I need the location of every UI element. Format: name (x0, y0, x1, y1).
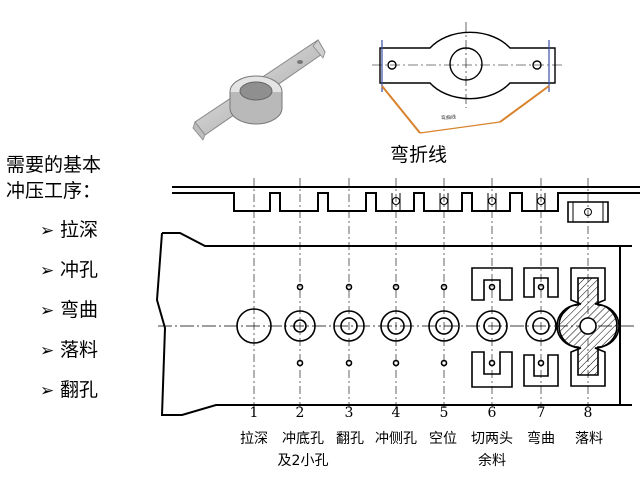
station-8-blanking (556, 267, 620, 387)
arrow-bullet-icon: ➢ (40, 381, 55, 401)
station-number-2: 2 (295, 405, 305, 421)
operation-item-bending: ➢弯曲 (40, 295, 98, 335)
process-heading-line1: 需要的基本 (6, 154, 102, 176)
station-label-3: 翻孔 (336, 431, 364, 447)
station-label-7: 弯曲 (527, 431, 555, 447)
strip-top-edge (162, 232, 632, 247)
operation-item-blanking: ➢落料 (40, 335, 98, 375)
station-label-1: 拉深 (240, 431, 268, 447)
process-heading-line2: 冲压工序： (6, 180, 102, 202)
station-centerlines (253, 178, 589, 408)
blank-outline (379, 31, 556, 100)
bend-line-mini-note: 弯曲线 (440, 114, 457, 122)
station-number-6: 6 (487, 405, 497, 421)
station-label-5: 空位 (429, 431, 457, 447)
station-7-bend (523, 267, 559, 387)
station-number-5: 5 (439, 405, 449, 421)
station-number-8: 8 (583, 405, 593, 421)
operation-item-punching: ➢冲孔 (40, 255, 98, 295)
strip-bottom-edge (155, 232, 632, 416)
station-number-3: 3 (344, 405, 354, 421)
operation-list: ➢拉深 ➢冲孔 ➢弯曲 ➢落料 ➢翻孔 (40, 215, 98, 415)
station-3-flanged-hole (333, 283, 365, 367)
station-label-2: 冲底孔及2小孔 (277, 431, 329, 469)
station-2-holes (284, 283, 316, 367)
part-3d-render (192, 39, 326, 141)
station-label-8: 落料 (575, 431, 603, 447)
station-number-7: 7 (536, 405, 546, 421)
operation-item-drawing: ➢拉深 (40, 215, 98, 255)
bend-leader-lines (381, 85, 550, 134)
bend-line-caption: 弯折线 (390, 144, 448, 166)
station-5-idle (428, 283, 460, 367)
station-number-4: 4 (391, 405, 401, 421)
strip-side-view (172, 186, 640, 223)
operation-item-flanging: ➢翻孔 (40, 375, 98, 415)
arrow-bullet-icon: ➢ (40, 221, 55, 241)
flat-blank-view (372, 22, 563, 108)
station-6-trim-ends (471, 267, 513, 388)
station-1-drawn-cup (236, 308, 272, 344)
station-label-4: 冲侧孔 (375, 431, 417, 447)
arrow-bullet-icon: ➢ (40, 261, 55, 281)
station-label-6: 切两头余料 (471, 431, 513, 469)
strip-plan-view (155, 178, 636, 416)
station-4-side-holes (380, 283, 412, 367)
arrow-bullet-icon: ➢ (40, 341, 55, 361)
arrow-bullet-icon: ➢ (40, 301, 55, 321)
station-number-1: 1 (249, 405, 259, 421)
